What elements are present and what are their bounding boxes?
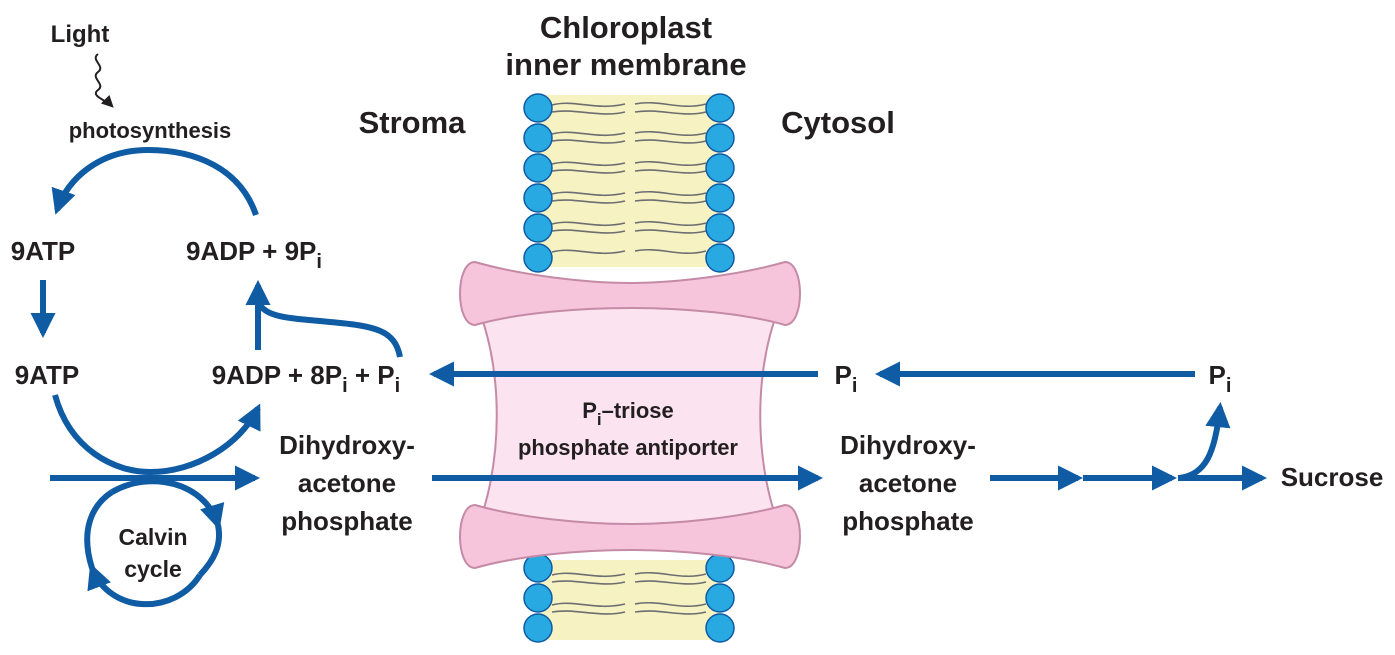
calvin-cycle-arrow-right [110,478,225,530]
stroma-dhap-line1: Dihydroxy- [279,430,415,460]
atp-label-top: 9ATP [11,236,76,266]
protein-bottom-ring [459,503,801,570]
stroma-dhap-line2: acetone [298,468,396,498]
calvin-cycle-ring [84,489,114,569]
pi-cytosol-mid: Pi [835,360,858,397]
chloroplast-membrane [459,93,801,643]
calvin-cycle-arrow-left [87,563,203,608]
membrane-title-line2: inner membrane [505,47,746,82]
adp-label-bottom: 9ADP + 8Pi + Pi [212,360,400,397]
protein-top-ring [459,260,801,327]
lipid-bilayer-top [523,93,735,273]
pi-cytosol-right: Pi [1209,360,1232,397]
light-squiggle-arrow [94,53,114,108]
antiporter-label-line1: Pi–triose [582,398,674,429]
calvin-cycle-line1: Calvin [118,524,187,550]
light-label: Light [51,21,110,48]
lipid-bilayer-bottom [523,553,735,643]
stroma-dhap-line3: phosphate [281,506,412,536]
antiporter-label-line2: phosphate antiporter [518,435,738,460]
photosynthesis-label: photosynthesis [69,118,232,143]
cytosol-dhap-line1: Dihydroxy- [840,430,976,460]
cytosol-label: Cytosol [781,105,895,140]
membrane-title-line1: Chloroplast [540,10,712,45]
sucrose-label: Sucrose [1281,462,1384,492]
pi-release-arrow [1179,401,1231,481]
atp-consumption-arc [52,394,261,476]
pi-return-curve [255,298,403,358]
stroma-label: Stroma [359,105,467,140]
cytosol-dhap-line3: phosphate [842,506,973,536]
atp-label-bottom: 9ATP [15,360,80,390]
pathway-arrows [30,146,1268,608]
photosynthesis-cycle-arrow [51,146,259,216]
calvin-cycle-ring-right [197,524,222,578]
calvin-cycle-line2: cycle [124,556,182,582]
cytosol-dhap-line2: acetone [859,468,957,498]
adp-label-top: 9ADP + 9Pi [186,236,322,273]
